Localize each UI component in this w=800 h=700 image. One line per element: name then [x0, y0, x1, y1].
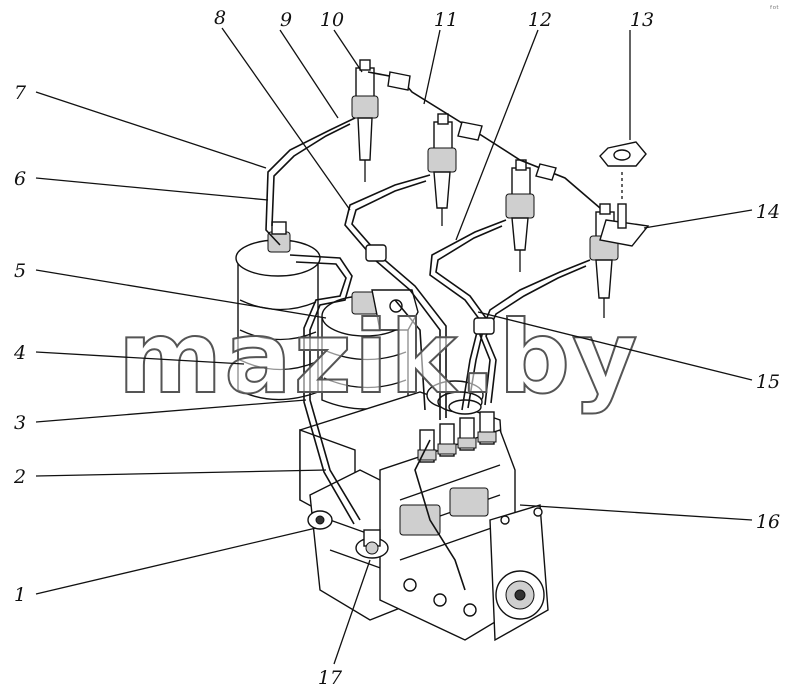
- leak-off-line: [367, 71, 601, 209]
- callout-15: 15: [756, 371, 780, 393]
- callout-14: 14: [756, 201, 780, 223]
- corner-mark: ᶠᵒᵗ: [770, 5, 779, 15]
- leader-17: [333, 559, 371, 665]
- drain-plug: [307, 510, 333, 530]
- leader-14: [643, 209, 753, 229]
- leader-12: [455, 29, 539, 241]
- callout-13: 13: [630, 9, 654, 31]
- leader-7: [35, 91, 267, 169]
- nut: [599, 141, 647, 200]
- callout-16: 16: [756, 511, 780, 533]
- callout-8: 8: [214, 7, 226, 29]
- leader-1: [35, 527, 317, 595]
- priming-pump: [355, 529, 389, 559]
- leader-15: [477, 311, 753, 381]
- drive-flange: [489, 504, 549, 642]
- callout-3: 3: [14, 412, 26, 434]
- callout-labels: 1 2 3 4 5 6 7 8 9 10 11 12 13 14 15 16 1…: [13, 7, 780, 689]
- injection-pump: [299, 380, 549, 642]
- injector-2: [427, 113, 457, 226]
- callout-11: 11: [434, 9, 458, 31]
- leader-9: [279, 29, 339, 119]
- leader-10: [333, 29, 363, 73]
- callout-17: 17: [318, 667, 343, 689]
- callout-7: 7: [14, 82, 27, 104]
- injector-1: [351, 59, 379, 182]
- injector-3: [505, 159, 535, 272]
- callout-5: 5: [14, 260, 26, 282]
- leader-2: [35, 469, 327, 477]
- leader-5: [35, 269, 327, 319]
- leader-4: [35, 351, 245, 365]
- callout-10: 10: [320, 9, 344, 31]
- callout-12: 12: [528, 9, 552, 31]
- leader-8: [221, 27, 351, 211]
- callout-9: 9: [280, 9, 292, 31]
- callout-1: 1: [14, 584, 26, 606]
- leader-11: [423, 29, 441, 105]
- high-pressure-pipes: [265, 117, 591, 591]
- leader-6: [35, 177, 269, 201]
- callout-6: 6: [14, 168, 26, 190]
- delivery-valve-holders: [417, 411, 497, 463]
- leader-lines: [35, 27, 753, 665]
- callout-4: 4: [13, 342, 26, 364]
- clamp-bracket: [599, 203, 650, 247]
- fuel-filter-fine: [321, 289, 419, 410]
- watermark: mazik.by: [118, 299, 639, 416]
- leader-3: [35, 399, 307, 423]
- leader-16: [519, 504, 753, 521]
- callout-2: 2: [13, 466, 26, 488]
- fuel-filter-coarse: [235, 221, 321, 401]
